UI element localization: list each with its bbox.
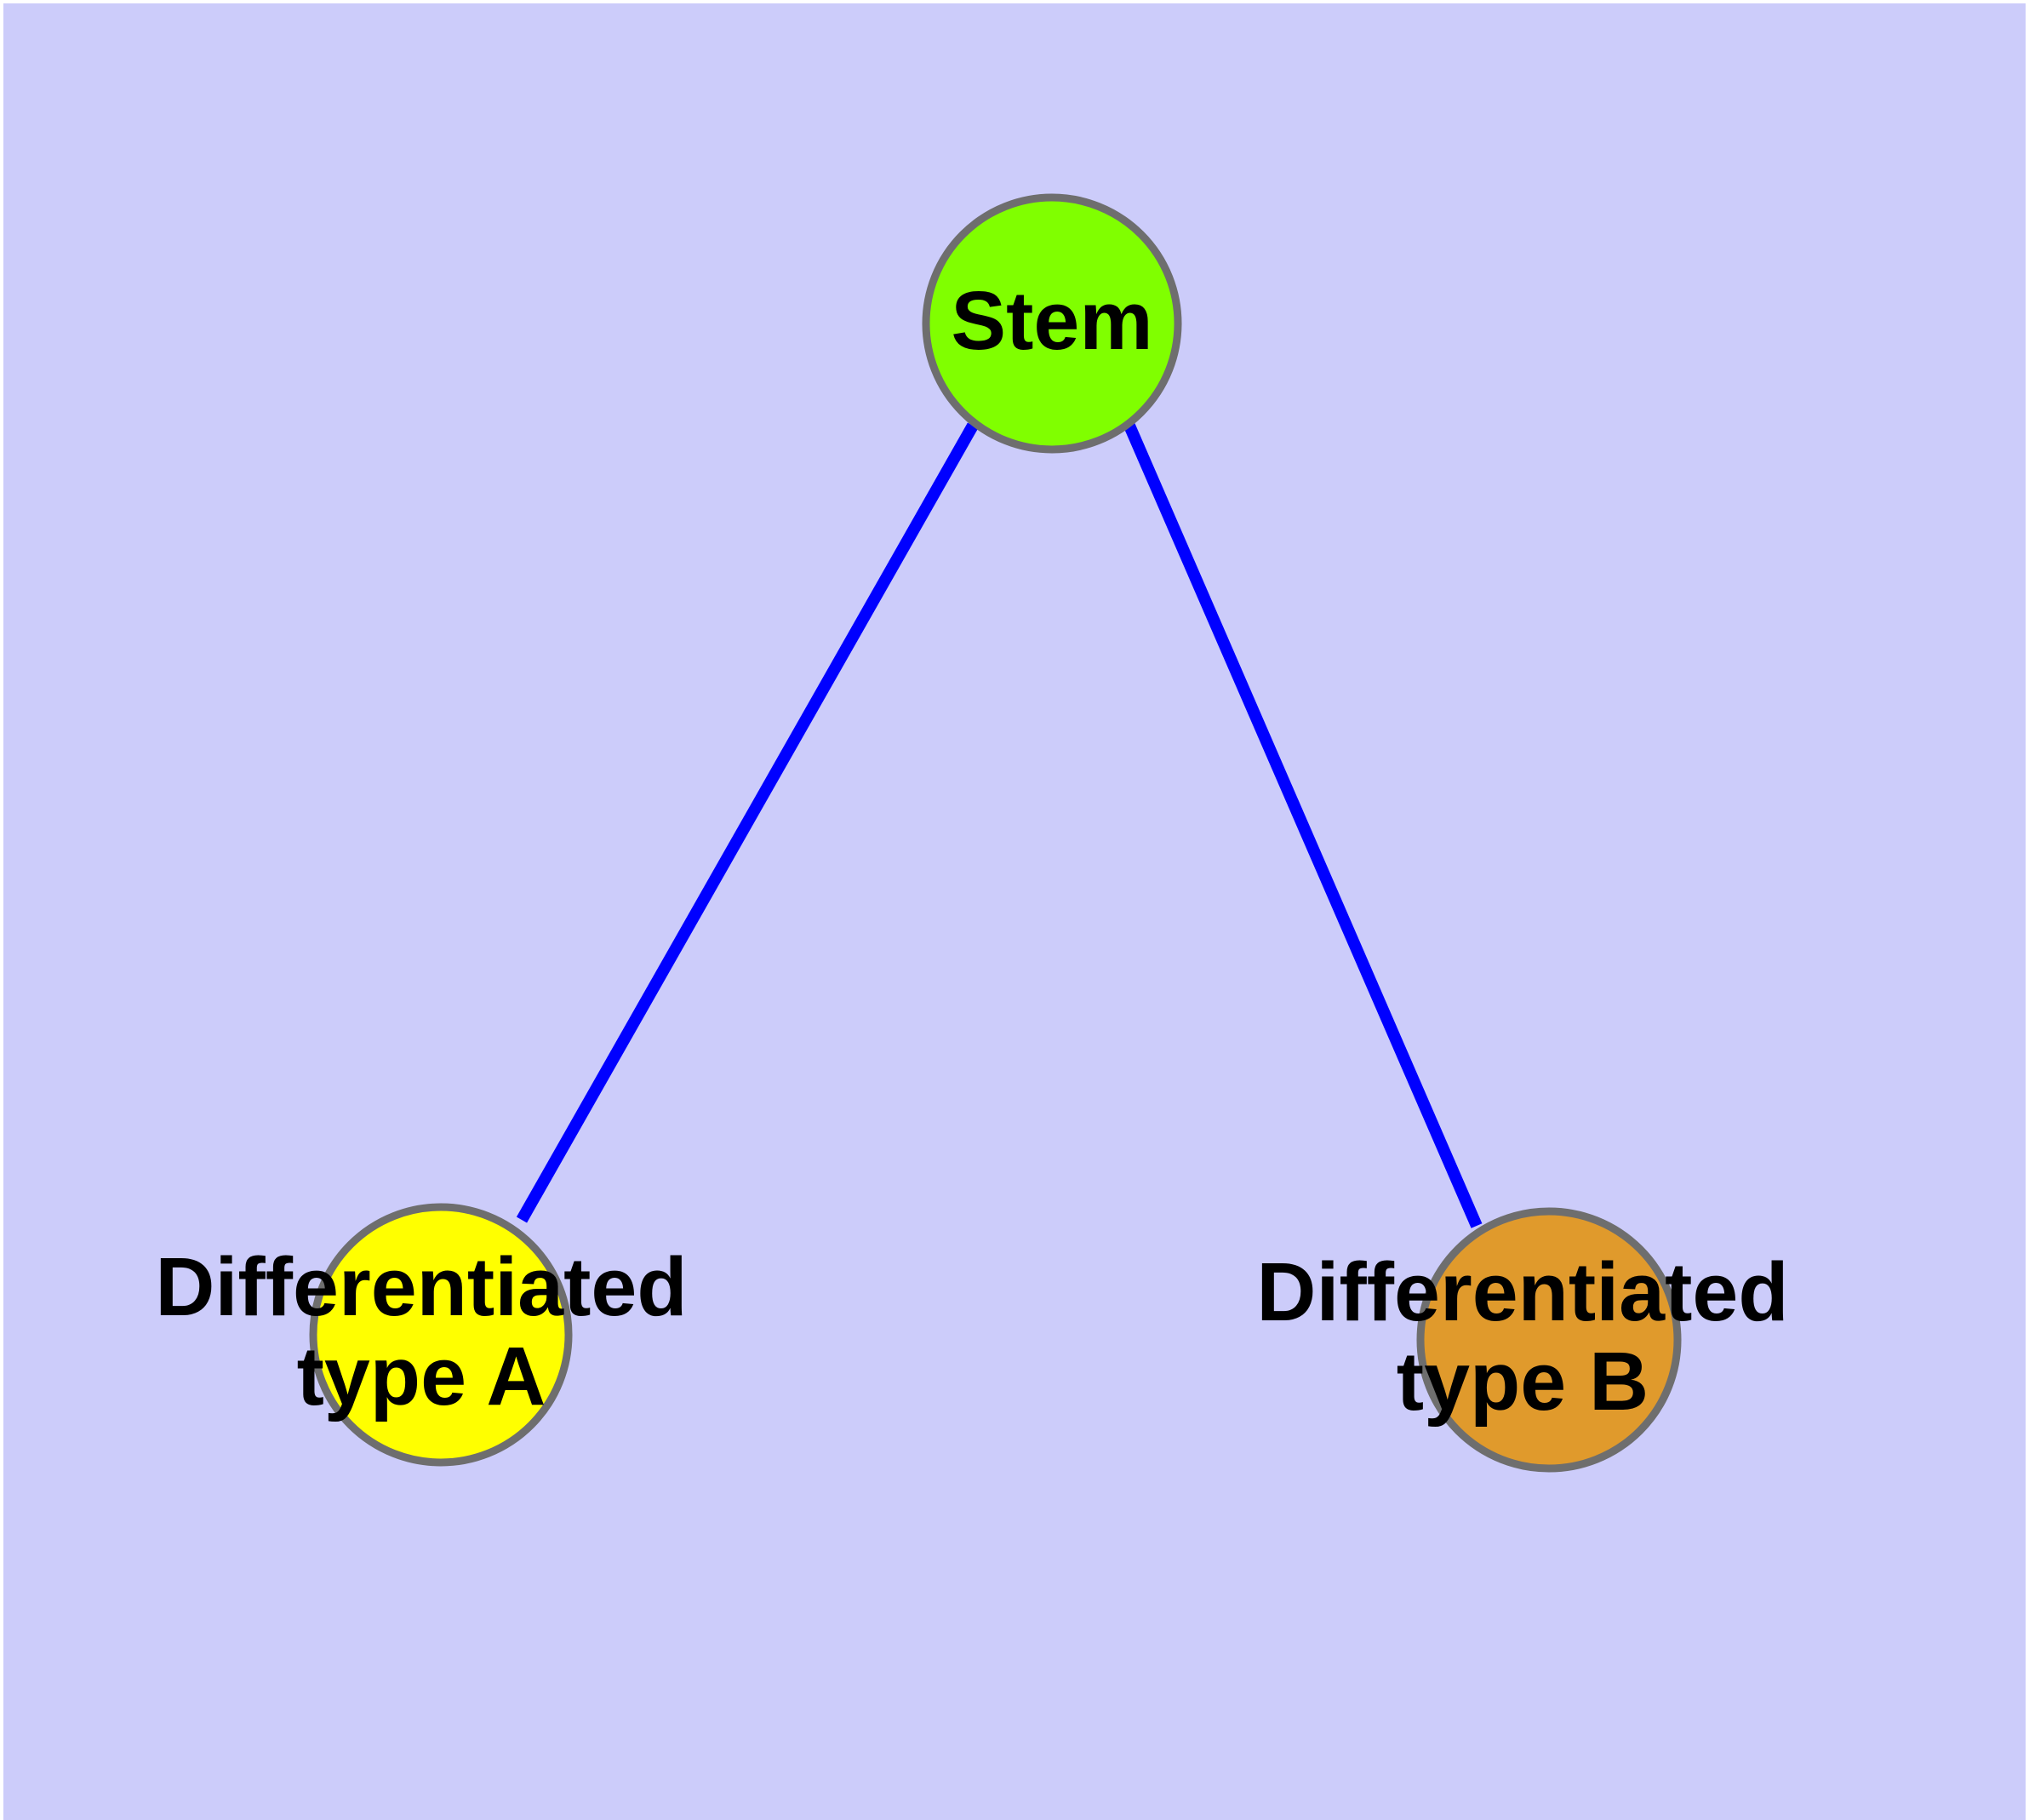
node-stem-label: Stem — [951, 274, 1152, 367]
node-differentiated-type-a[interactable]: Differentiated type A — [155, 1203, 688, 1467]
node-differentiated-type-b-label-line1: Differentiated — [1256, 1245, 1788, 1338]
node-differentiated-type-a-label-line1: Differentiated — [155, 1240, 687, 1333]
node-differentiated-type-b-label-line2: type B — [1397, 1335, 1649, 1428]
node-differentiated-type-b-circle[interactable] — [1416, 1207, 1682, 1473]
edge-stem-to-differentiated-type-a[interactable] — [516, 422, 979, 1223]
node-stem[interactable]: Stem — [922, 193, 1182, 454]
node-differentiated-type-a-circle[interactable] — [309, 1203, 573, 1467]
nodes-layer: Stem Differentiated type A Differentiate… — [155, 193, 1789, 1473]
node-stem-circle[interactable] — [922, 193, 1182, 454]
edge-stem-to-differentiated-type-b[interactable] — [1123, 423, 1483, 1228]
node-differentiated-type-a-label-line2: type A — [297, 1330, 546, 1422]
edges-layer — [516, 422, 1483, 1228]
node-differentiated-type-b[interactable]: Differentiated type B — [1256, 1207, 1789, 1473]
